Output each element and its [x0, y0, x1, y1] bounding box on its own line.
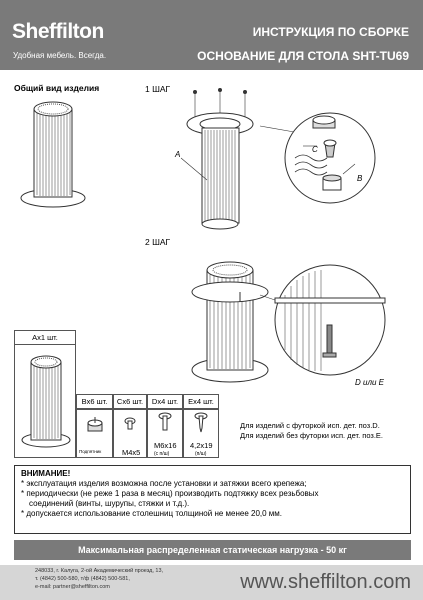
part-e-cell — [183, 409, 219, 458]
address-line-2: т. (4842) 500-580, т/ф (4842) 500-581, — [35, 576, 130, 582]
part-c-cell — [113, 409, 147, 458]
warning-title: ВНИМАНИЕ! — [21, 469, 71, 478]
self-tapping-screw-icon — [194, 412, 208, 433]
address-line-3: e-mail: partner@sheffilton.com — [35, 584, 110, 590]
part-e-header: Ex4 шт. — [183, 394, 219, 409]
part-b-cell — [76, 409, 113, 458]
part-b-header: Bx6 шт. — [76, 394, 113, 409]
part-c-size: M4x5 — [122, 448, 141, 457]
bolt-m6-icon — [158, 412, 172, 431]
part-a-label: Ax1 шт. — [32, 333, 58, 342]
max-load-banner: Максимальная распределенная статическая … — [14, 540, 411, 560]
overview-label: Общий вид изделия — [14, 83, 100, 93]
callout-d-or-e: D или E — [355, 378, 384, 387]
part-d-cell — [147, 409, 183, 458]
step2-label: 2 ШАГ — [145, 237, 171, 247]
step2-drawing — [191, 261, 386, 383]
warning-item-2-cont: соединений (винты, шурупы, стяжки и т.д.… — [29, 499, 190, 508]
part-c-header: Cx6 шт. — [113, 394, 147, 409]
header-bar: Sheffilton Удобная мебель. Всегда. ИНСТР… — [0, 0, 423, 70]
part-d-header: Dx4 шт. — [147, 394, 183, 409]
callout-b: B — [357, 174, 363, 183]
part-b-note: Подпятник — [79, 449, 102, 454]
callout-c: C — [312, 145, 318, 154]
part-d-size: M6x16 — [154, 441, 177, 450]
product-title: ОСНОВАНИЕ ДЛЯ СТОЛА SHT-TU69 — [197, 49, 409, 63]
note-without-insert: Для изделий без футорки исп. дет. поз.E. — [240, 431, 384, 440]
document-title: ИНСТРУКЦИЯ ПО СБОРКЕ — [252, 25, 409, 39]
part-a-drawing — [21, 355, 71, 448]
address-line-1: 248033, г. Калуга, 2-ой Академический пр… — [35, 568, 164, 574]
warning-item-3: * допускается использование столешниц то… — [21, 509, 283, 518]
callout-a: A — [175, 150, 181, 159]
part-e-size: 4,2x19 — [190, 441, 213, 450]
step1-drawing — [180, 88, 376, 230]
step1-label: 1 ШАГ — [145, 84, 171, 94]
footer-address: 248033, г. Калуга, 2-ой Академический пр… — [35, 567, 163, 591]
part-a-header: Ax1 шт. — [14, 330, 76, 345]
warning-item-2: * периодически (не реже 1 раза в месяц) … — [21, 489, 319, 498]
screw-m4-icon — [124, 417, 136, 430]
part-e-note: (п/ш) — [195, 451, 207, 457]
part-d-note: (с п/ш) — [154, 451, 170, 457]
warning-item-1: * эксплуатация изделия возможна после ус… — [21, 479, 307, 488]
warning-box: ВНИМАНИЕ! * эксплуатация изделия возможн… — [14, 465, 411, 534]
footpad-icon — [87, 417, 103, 432]
website-link[interactable]: www.sheffilton.com — [240, 571, 411, 593]
brand-logo: Sheffilton — [12, 20, 104, 43]
footer: 248033, г. Калуга, 2-ой Академический пр… — [0, 565, 423, 600]
overview-drawing — [20, 101, 86, 208]
note-with-insert: Для изделий с футоркой исп. дет. поз.D. — [240, 421, 380, 430]
brand-tagline: Удобная мебель. Всегда. — [13, 51, 107, 60]
